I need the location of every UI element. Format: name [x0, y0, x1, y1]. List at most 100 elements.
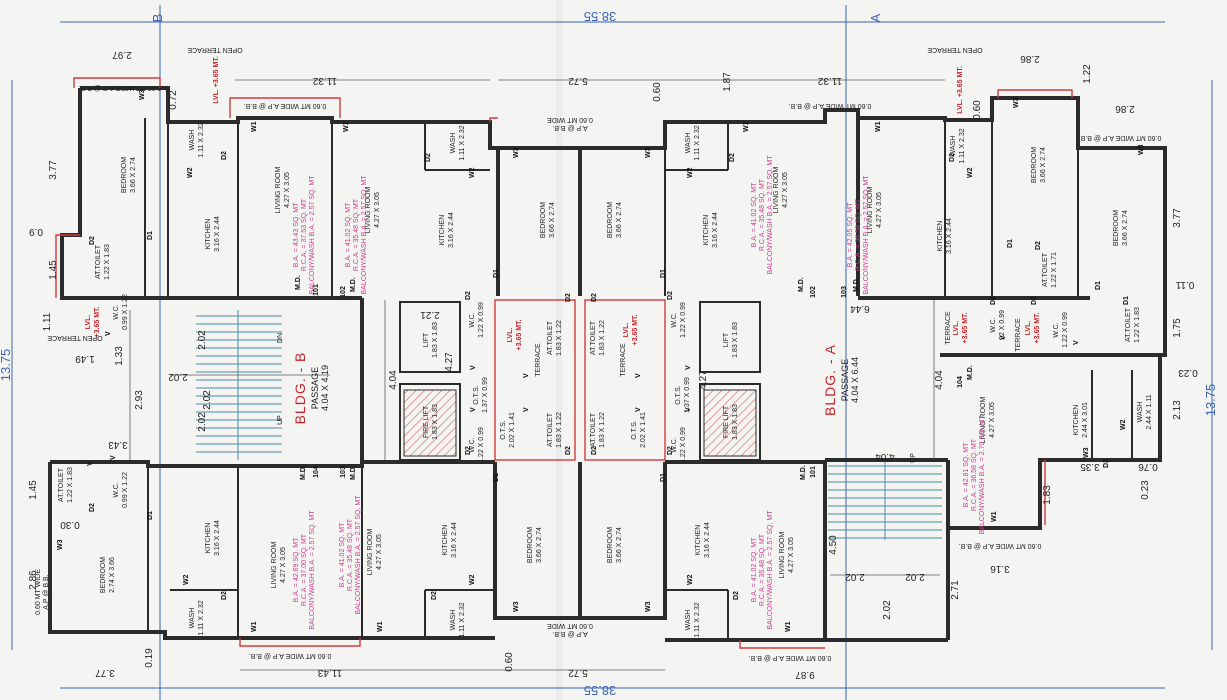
- room-name: KITCHEN: [1073, 405, 1080, 436]
- ap-bb-label: 0.60 MT WIDE A.P @ B.B.: [749, 654, 832, 661]
- door-mark: D2: [89, 503, 96, 512]
- terrace-label: TERRACE: [945, 311, 952, 345]
- room-name: LIVING ROOM: [271, 542, 278, 589]
- stair-a: [828, 462, 942, 540]
- room-size: 3.66 X 2.74: [1122, 210, 1129, 246]
- main-door-mark: M.D.: [295, 275, 302, 290]
- flat-rca: R.C.A. = 35.48 SQ. MT: [759, 533, 766, 606]
- lvl-label: LVL.: [85, 315, 92, 330]
- wc-label: W.C.: [469, 437, 476, 452]
- dim-value: 4.27: [698, 370, 709, 390]
- room-size: 3.66 X 2.74: [616, 527, 623, 563]
- ap-bb-label: 0.60 MT WIDE: [35, 569, 42, 615]
- flat-no: 101: [810, 466, 817, 478]
- ots-label: O.T.S.: [631, 420, 638, 440]
- wash-label: WASH: [189, 608, 196, 629]
- flat-no: 103: [340, 466, 347, 478]
- window-mark: W1: [251, 121, 258, 132]
- room-name: LIVING ROOM: [367, 529, 374, 576]
- door-mark: D2: [1103, 459, 1110, 468]
- main-door-mark: M.D.: [967, 365, 974, 380]
- door-mark: D2: [465, 291, 472, 300]
- dim-value: 4.50: [828, 535, 839, 555]
- dim-value: 2.86: [1020, 53, 1040, 64]
- balcony-outlines: [55, 77, 1073, 649]
- bldg-b-passage-size: 4.04 X 4.19: [320, 365, 330, 411]
- room-size: 3.16 X 2.44: [451, 522, 458, 558]
- dim-value: 5.72: [568, 75, 588, 86]
- room-name: LIVING ROOM: [867, 187, 874, 234]
- flat-ba: B.A. = 42.81 SQ. MT: [963, 442, 970, 508]
- window-mark: W3: [645, 147, 652, 158]
- flat-rca: R.C.A. = 35.48 SQ. MT: [353, 198, 360, 271]
- window-mark: W3: [1083, 447, 1090, 458]
- dim-value: 2.02: [168, 371, 188, 382]
- overall-dimensions: [11, 5, 1213, 700]
- lvl-value: +3.65 MT.: [1034, 312, 1041, 343]
- dim-value: 2.02: [197, 412, 208, 432]
- wc-size: 0.99 X 1.22: [122, 294, 129, 330]
- room-name: LIVING ROOM: [275, 167, 282, 214]
- room-name: BEDROOM: [121, 157, 128, 193]
- at-toilet-size: 1.22 X 1.83: [67, 467, 74, 503]
- room-name: BEDROOM: [527, 527, 534, 563]
- dim-value: 5.72: [568, 667, 588, 678]
- door-mark: D1: [1123, 296, 1130, 305]
- room-name: KITCHEN: [442, 525, 449, 556]
- dim-value: 1.83: [1042, 485, 1053, 505]
- wc-size: 1.22 X 0.99: [680, 427, 687, 463]
- window-mark: W2: [187, 167, 194, 178]
- ots-size: 1.37 X 0.99: [482, 377, 489, 413]
- window-mark: W1: [875, 121, 882, 132]
- dim-value: 2.21: [420, 309, 440, 320]
- wash-size: 1.11 X 2.32: [694, 125, 701, 160]
- room-size: 2.44 X 1.11: [1146, 394, 1153, 429]
- at-toilet-size: 1.22 X 1.83: [1134, 307, 1141, 343]
- bldg-a-passage: PASSAGE: [840, 359, 850, 401]
- walls: [48, 86, 1167, 642]
- door-mark: D2: [591, 293, 598, 302]
- room-size: 4.27 X 3.05: [876, 192, 883, 228]
- open-terrace-label: OPEN TERRACE: [927, 46, 982, 53]
- vent-mark: V: [635, 407, 642, 412]
- dim-value: 1.45: [28, 480, 39, 500]
- room-name: BEDROOM: [607, 527, 614, 563]
- dim-value: 2.02: [882, 600, 893, 620]
- flat-ba: B.A. = 42.69 SQ. MT: [293, 537, 300, 603]
- door-mark: D2: [425, 153, 432, 162]
- ap-bb-label: 0.60 MT WIDE A.P @ B.B.: [79, 84, 162, 91]
- dim-value: 0.76: [1138, 461, 1158, 472]
- room-name: KITCHEN: [205, 523, 212, 554]
- flat-bw: BALCONY/WASH B.A. = 2.57 SQ. MT: [767, 510, 774, 630]
- door-mark: D2: [990, 296, 997, 305]
- lift-label: LIFT: [423, 332, 430, 347]
- bldg-a-passage-size: 4.04 X 6.44: [850, 357, 860, 403]
- vent-mark: V: [87, 461, 94, 466]
- dimension-lines: [129, 79, 945, 671]
- room-size: 3.66 X 2.74: [1040, 147, 1047, 183]
- room-size: 3.16 X 2.44: [214, 520, 221, 556]
- door-mark: D2: [431, 591, 438, 600]
- room-size: 4.27 X 3.05: [782, 172, 789, 208]
- room-name: LIVING ROOM: [365, 187, 372, 234]
- wash-label: WASH: [450, 610, 457, 631]
- dim-value: 3.35: [1080, 461, 1100, 472]
- stair-up-label: UP: [910, 453, 917, 463]
- door-mark: D1: [147, 511, 154, 520]
- vent-mark: V: [685, 365, 692, 370]
- bldg-b-passage: PASSAGE: [310, 367, 320, 409]
- door-mark: D2: [221, 591, 228, 600]
- door-mark: D1: [660, 473, 667, 482]
- level-labels: LVL. +3.65 MT. LVL. +3.65 MT. LVL. +3.65…: [35, 46, 1161, 661]
- door-mark: D2: [667, 291, 674, 300]
- flat-bw: BALCONY/WASH B.A. = 2.57 SQ. MT: [361, 175, 368, 295]
- vent-mark: V: [470, 407, 477, 412]
- wash-label: WASH: [950, 136, 957, 157]
- room-size: 2.44 X 3.01: [1082, 402, 1089, 438]
- open-terrace-label: OPEN TERRACE: [47, 334, 102, 341]
- door-mark: D2: [949, 153, 956, 162]
- at-toilet-size: 1.22 X 1.83: [104, 244, 111, 280]
- door-mark: D2: [465, 446, 472, 455]
- flat-rca: R.C.A. = 35.48 SQ. MT: [759, 178, 766, 251]
